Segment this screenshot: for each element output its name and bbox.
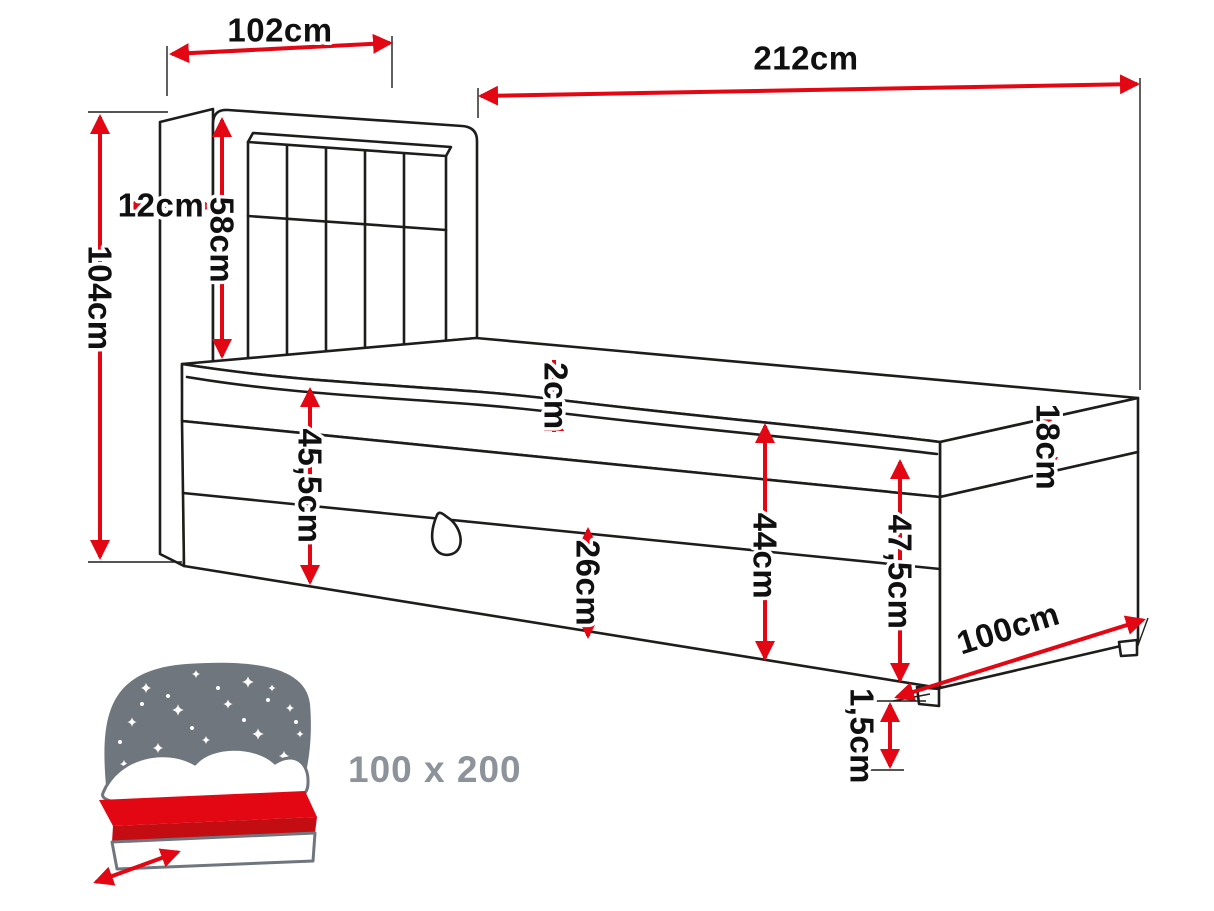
dim-total-length: 212cm — [477, 36, 1141, 390]
dim-headboard-height: 58cm — [200, 117, 244, 359]
bed-size-label: 100 x 200 — [348, 749, 522, 790]
storage-handle-loop — [430, 511, 462, 557]
headboard — [158, 107, 479, 568]
dim-label-headboard-width: 102cm — [227, 12, 332, 49]
dim-label-side-total-height: 47,5cm — [882, 515, 919, 630]
dim-storage-height: 26cm — [566, 527, 610, 639]
dim-base-foot-height: 44cm — [743, 423, 787, 661]
dim-label-total-height: 104cm — [82, 245, 119, 350]
dim-label-storage-height: 26cm — [570, 540, 607, 626]
dim-label-feet-height: 1,5cm — [844, 688, 881, 784]
dim-label-topper-height: 2cm — [538, 362, 575, 430]
icon-mattress-top — [99, 791, 317, 826]
bed-foot-far — [1117, 638, 1139, 658]
dim-mattress-height: 18cm — [1026, 400, 1070, 493]
dim-headboard-width: 102cm — [166, 8, 393, 96]
dim-headboard-depth: 12cm — [114, 183, 213, 227]
dim-topper-height: 2cm — [534, 359, 578, 434]
dim-base-front-height: 45,5cm — [288, 387, 332, 585]
dim-label-total-length: 212cm — [753, 40, 858, 77]
dim-label-mattress-height: 18cm — [1030, 404, 1067, 490]
headboard-front-panel — [211, 108, 479, 364]
dim-label-base-foot-height: 44cm — [747, 513, 784, 599]
dim-label-headboard-depth: 12cm — [118, 187, 204, 224]
dim-feet-height: 1,5cm — [840, 684, 926, 788]
dim-total-height: 104cm — [78, 111, 182, 563]
icon-mattress-front — [112, 817, 317, 842]
bed-size-icon — [93, 662, 317, 886]
dim-label-headboard-height: 58cm — [204, 197, 241, 283]
dim-label-base-front-height: 45,5cm — [292, 429, 329, 544]
headboard-vertical-seams — [246, 214, 448, 362]
icon-width-arrow — [93, 848, 181, 886]
dim-side-total-height: 47,5cm — [878, 459, 922, 683]
